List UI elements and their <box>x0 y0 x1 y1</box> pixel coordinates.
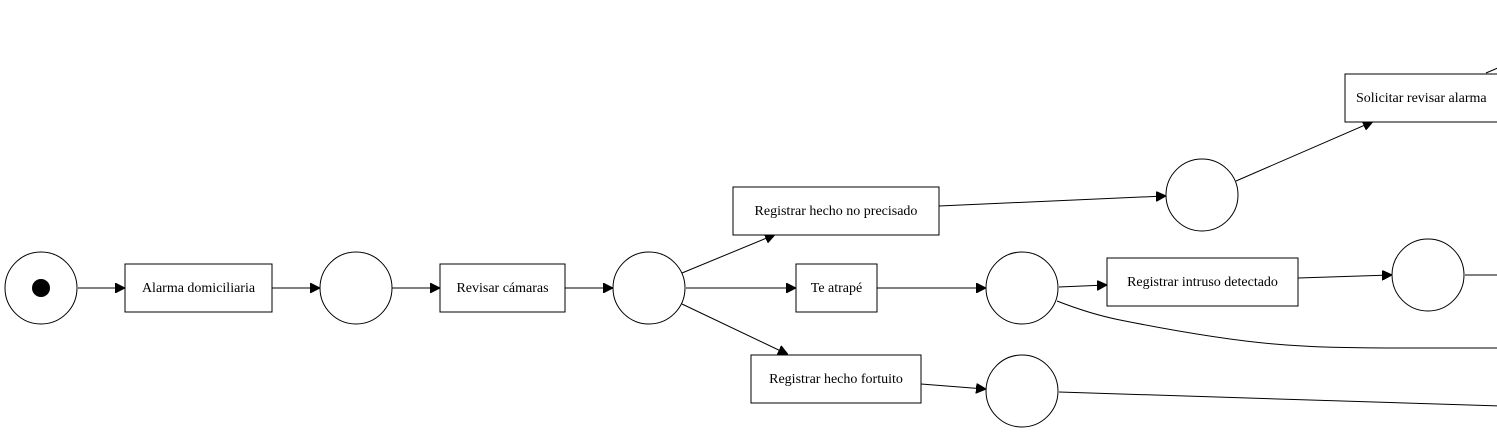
edges <box>78 67 1497 407</box>
place-p4 <box>985 251 1059 325</box>
transition-te-atrape: Te atrapé <box>795 263 878 313</box>
transition-solicitar-revisar-alarma: Solicitar revisar alarma <box>1344 73 1497 123</box>
transition-label: Alarma domiciliaria <box>142 281 256 296</box>
edge-t6-p6 <box>1297 275 1391 278</box>
transition-label: Revisar cámaras <box>456 281 548 296</box>
transition-label: Registrar hecho no precisado <box>755 204 918 219</box>
edge-t5-p5 <box>920 384 985 389</box>
edge-t3-p3 <box>938 196 1165 207</box>
edge-p2-t5 <box>681 303 787 354</box>
places <box>4 158 1465 428</box>
edge-p4-out <box>1056 300 1497 349</box>
transition-revisar-camaras: Revisar cámaras <box>439 263 566 313</box>
place-p2 <box>612 251 686 325</box>
transition-alarma-domiciliaria: Alarma domiciliaria <box>124 263 273 313</box>
edge-p4-t6 <box>1058 285 1106 287</box>
transition-label: Registrar intruso detectado <box>1127 275 1278 290</box>
transition-label: Registrar hecho fortuito <box>769 372 903 387</box>
place-p6 <box>1391 238 1465 312</box>
transition-label: Te atrapé <box>811 281 862 296</box>
place-p1 <box>319 251 393 325</box>
edge-p5-out <box>1058 391 1497 407</box>
token-dot <box>32 279 50 297</box>
transitions: Alarma domiciliaria Revisar cámaras Regi… <box>124 73 1497 404</box>
edge-p3-t7 <box>1235 122 1372 182</box>
place-p3 <box>1165 158 1239 232</box>
transition-registrar-intruso-detectado: Registrar intruso detectado <box>1106 257 1299 307</box>
transition-registrar-hecho-no-precisado: Registrar hecho no precisado <box>732 186 940 236</box>
place-p5 <box>985 354 1059 428</box>
transition-registrar-hecho-fortuito: Registrar hecho fortuito <box>750 354 922 404</box>
transition-label: Solicitar revisar alarma <box>1356 91 1487 106</box>
edge-t7-out <box>1485 67 1497 74</box>
edge-p2-t3 <box>681 235 774 274</box>
